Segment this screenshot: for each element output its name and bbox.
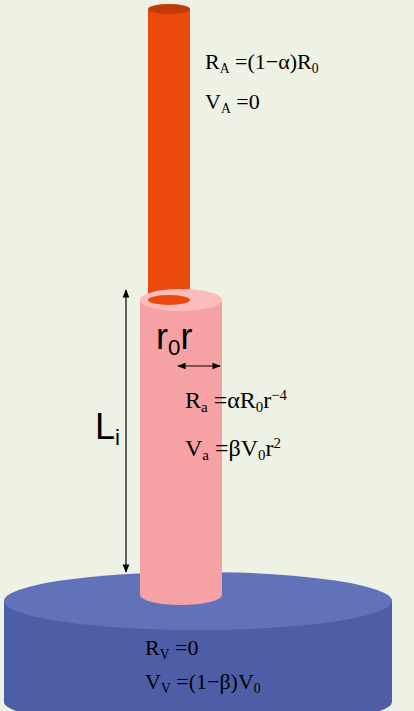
arteriole-top: [140, 289, 222, 311]
radius-arrow: [178, 365, 220, 366]
arteriole-vessel: r0r Ra =αR0r−4 Va =βV0r2: [156, 318, 290, 466]
artery-vessel: RA =(1−α)R0 VA =0: [205, 50, 321, 119]
radius-label: r0r: [156, 318, 192, 360]
artery-top: [148, 4, 190, 14]
vein-label: VV =(1−β)V0: [145, 670, 261, 696]
arteriole-label: Va =βV0r2: [185, 436, 281, 464]
vein-reservoir: RV =0 VV =(1−β)V0: [145, 636, 263, 699]
length-label: Li: [95, 408, 120, 450]
artery-joint: [148, 295, 190, 305]
length-arrow: [125, 290, 126, 572]
artery-label: RA =(1−α)R0: [205, 50, 319, 76]
arteriole-label: Ra =αR0r−4: [185, 388, 287, 416]
vein-label: RV =0: [145, 636, 198, 662]
artery-label: VA =0: [205, 90, 260, 116]
artery-cylinder: [148, 9, 190, 301]
